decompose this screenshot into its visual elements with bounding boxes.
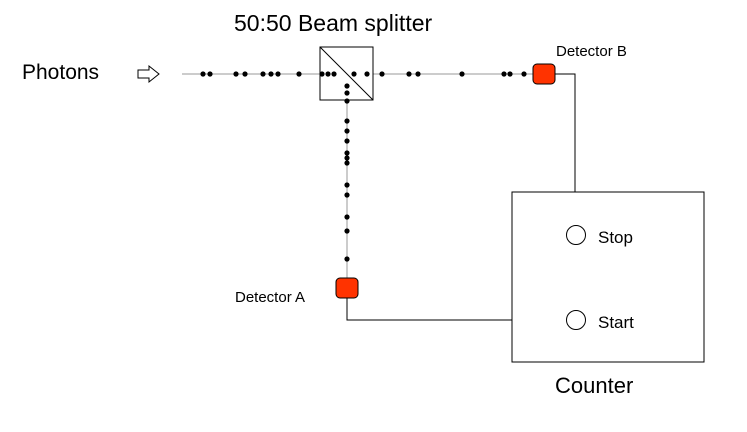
detector-b-label: Detector B bbox=[556, 43, 627, 60]
beam-splitter-title: 50:50 Beam splitter bbox=[234, 10, 433, 36]
photon-dot bbox=[344, 83, 350, 89]
photon-dot bbox=[344, 182, 350, 188]
stop-terminal-icon bbox=[566, 225, 586, 245]
photon-dot bbox=[344, 150, 350, 156]
start-label: Start bbox=[598, 313, 634, 332]
photon-dot bbox=[331, 71, 337, 77]
photon-dot bbox=[501, 71, 507, 77]
photon-dot bbox=[233, 71, 239, 77]
photon-dot bbox=[207, 71, 213, 77]
photon-dot bbox=[344, 128, 350, 134]
photon-dot bbox=[325, 71, 331, 77]
photon-dot bbox=[344, 98, 350, 104]
stop-label: Stop bbox=[598, 228, 633, 247]
photon-dot bbox=[344, 160, 350, 166]
photon-dot bbox=[521, 71, 527, 77]
photon-dot bbox=[275, 71, 281, 77]
wire-detector-b-to-stop bbox=[555, 73, 576, 225]
photon-dot bbox=[459, 71, 465, 77]
photon-dot bbox=[415, 71, 421, 77]
photon-dot bbox=[344, 138, 350, 144]
start-terminal-icon bbox=[566, 310, 586, 330]
counter-label: Counter bbox=[555, 373, 634, 398]
photon-dot bbox=[344, 118, 350, 124]
photon-dot bbox=[268, 71, 274, 77]
photon-dot bbox=[507, 71, 513, 77]
detector-b bbox=[532, 63, 556, 85]
photon-dot bbox=[364, 71, 370, 77]
photon-dot bbox=[344, 155, 350, 161]
photon-dot bbox=[344, 214, 350, 220]
photon-dot bbox=[379, 71, 385, 77]
detector-a bbox=[335, 277, 359, 299]
detector-a-label: Detector A bbox=[235, 289, 306, 306]
photon-dot bbox=[200, 71, 206, 77]
photon-dot bbox=[296, 71, 302, 77]
photon-dot bbox=[242, 71, 248, 77]
photon-dot bbox=[344, 256, 350, 262]
photon-dot bbox=[344, 228, 350, 234]
photon-source-arrow-icon bbox=[137, 64, 160, 84]
wire-detector-a-to-start bbox=[346, 298, 566, 321]
photon-dot bbox=[351, 71, 357, 77]
photon-dot bbox=[344, 90, 350, 96]
counter-box bbox=[511, 191, 705, 363]
photons-label: Photons bbox=[22, 61, 100, 84]
photon-dot bbox=[406, 71, 412, 77]
photon-dot bbox=[260, 71, 266, 77]
photon-stream-vertical bbox=[344, 83, 350, 262]
photon-stream-horizontal bbox=[200, 71, 527, 77]
photon-dot bbox=[344, 192, 350, 198]
photon-dot bbox=[319, 71, 325, 77]
